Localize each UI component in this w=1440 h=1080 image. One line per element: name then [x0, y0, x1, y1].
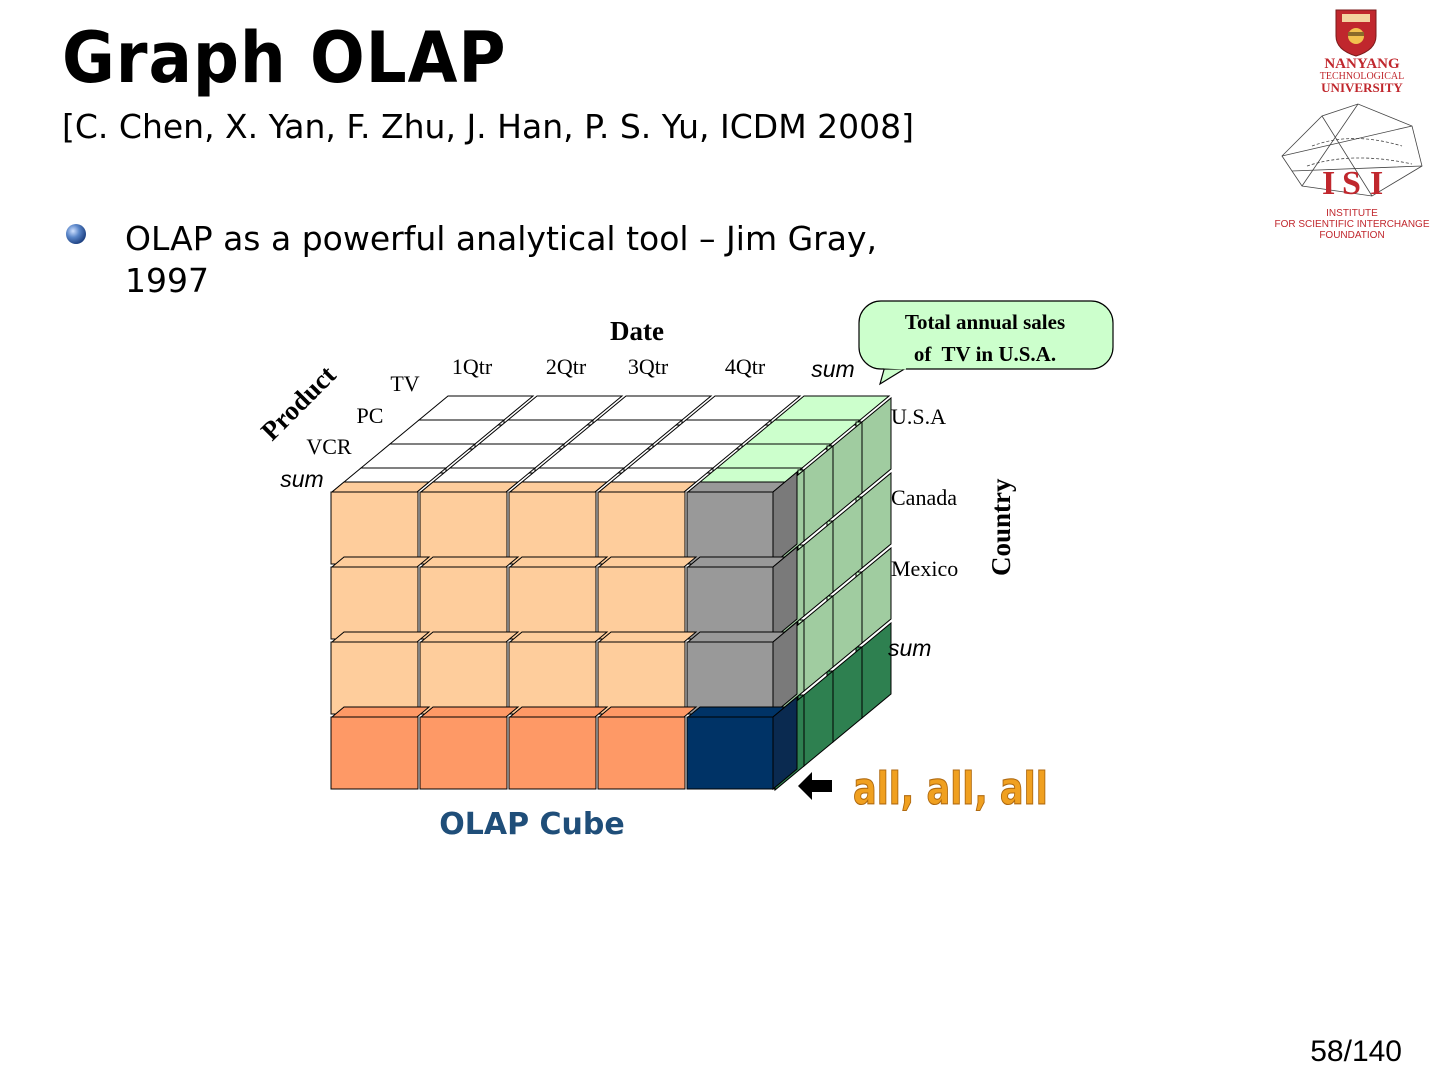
university-logo: NANYANG TECHNOLOGICAL UNIVERSITY I S I I… [1274, 9, 1430, 241]
front-cell-top [419, 481, 520, 493]
isi-name-line2: FOR SCIENTIFIC INTERCHANGE [1274, 219, 1429, 230]
cube-caption: OLAP Cube [439, 807, 624, 842]
date-axis-label: Date [610, 316, 664, 346]
front-cell [330, 566, 419, 640]
front-cell-top [597, 631, 698, 643]
country-label-canada: Canada [891, 485, 957, 510]
front-cell [597, 716, 686, 790]
front-cell [330, 491, 419, 565]
country-sum-label: sum [888, 635, 931, 661]
country-axis-label: Country [986, 478, 1016, 576]
callout-line2: of TV in U.S.A. [914, 342, 1056, 366]
front-cell [686, 491, 775, 565]
citation: [C. Chen, X. Yan, F. Zhu, J. Han, P. S. … [62, 107, 915, 146]
product-label-vcr: VCR [306, 434, 352, 459]
slide-title: Graph OLAP [62, 17, 507, 99]
product-label-tv: TV [390, 371, 419, 396]
ntu-crest-icon [1335, 9, 1377, 57]
front-cell [686, 641, 775, 715]
quarter-label-2: 2Qtr [546, 354, 587, 379]
country-label-usa: U.S.A [891, 404, 946, 429]
front-cell [508, 566, 597, 640]
cube-front-face [330, 470, 798, 791]
quarter-label-4: 4Qtr [725, 354, 766, 379]
front-cell [419, 491, 508, 565]
left-arrow-icon [798, 772, 832, 800]
front-cell-side [772, 545, 798, 641]
front-cell-top [419, 706, 520, 718]
isi-name-line1: INSTITUTE [1326, 208, 1378, 219]
front-cell [508, 716, 597, 790]
front-cell [686, 716, 775, 790]
front-cell-top [419, 556, 520, 568]
front-cell [508, 641, 597, 715]
svg-text:S: S [1342, 165, 1361, 202]
quarter-label-3: 3Qtr [628, 354, 669, 379]
front-cell-top [597, 481, 698, 493]
callout-line1: Total annual sales [905, 310, 1065, 334]
front-cell-top [597, 556, 698, 568]
front-cell-top [330, 706, 431, 718]
front-cell [419, 716, 508, 790]
front-cell [330, 641, 419, 715]
front-cell-top [508, 706, 609, 718]
front-cell-side [772, 620, 798, 716]
svg-text:I: I [1370, 165, 1383, 202]
page-number: 58/140 [1310, 1035, 1402, 1068]
front-cell-top [686, 481, 787, 493]
front-cell-top [419, 631, 520, 643]
front-cell-side [772, 470, 798, 566]
svg-text:I: I [1322, 165, 1335, 202]
isi-emblem-icon: I S I [1281, 103, 1423, 202]
callout-bubble: Total annual sales of TV in U.S.A. [858, 300, 1114, 386]
front-cell-top [686, 706, 787, 718]
date-sum-label: sum [811, 356, 854, 382]
front-cell-top [330, 556, 431, 568]
front-cell [597, 491, 686, 565]
front-cell [419, 641, 508, 715]
front-cell [597, 566, 686, 640]
front-cell [597, 641, 686, 715]
front-cell-top [330, 481, 431, 493]
front-cell-top [330, 631, 431, 643]
country-label-mexico: Mexico [891, 556, 958, 581]
front-cell-top [508, 556, 609, 568]
front-cell [419, 566, 508, 640]
front-cell-top [508, 631, 609, 643]
ntu-name-line1: NANYANG [1324, 56, 1400, 72]
front-cell-side [772, 695, 798, 791]
front-cell-top [508, 481, 609, 493]
bullet-icon [66, 224, 86, 244]
quarter-label-1: 1Qtr [452, 354, 493, 379]
ntu-name-line3: UNIVERSITY [1321, 80, 1403, 95]
front-cell-top [686, 631, 787, 643]
front-cell [330, 716, 419, 790]
isi-name-line3: FOUNDATION [1319, 230, 1384, 241]
all-all-all-label: all, all, all [853, 764, 1048, 815]
ntu-name-line2: TECHNOLOGICAL [1320, 71, 1404, 82]
front-cell [508, 491, 597, 565]
product-sum-label: sum [280, 466, 323, 492]
front-cell-top [597, 706, 698, 718]
front-cell-top [686, 556, 787, 568]
product-label-pc: PC [357, 403, 384, 428]
bullet-text: OLAP as a powerful analytical tool – Jim… [125, 219, 877, 300]
front-cell [686, 566, 775, 640]
